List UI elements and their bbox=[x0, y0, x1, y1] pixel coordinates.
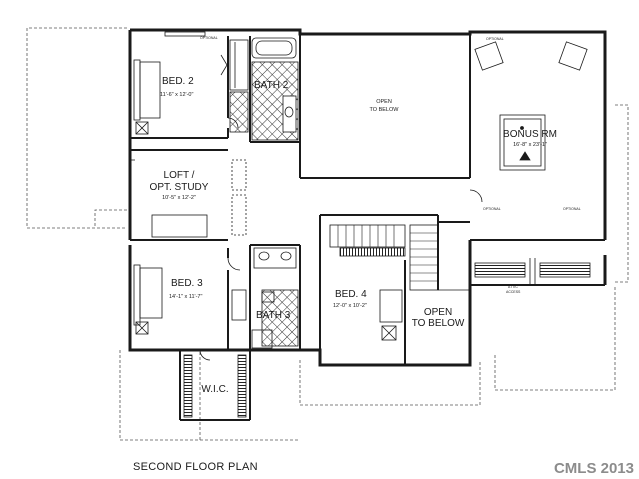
bed4-dims: 12'-0" x 10'-2" bbox=[333, 303, 367, 309]
room-labels: BED. 2 11'-6" x 12'-0" BATH 2 OPEN TO BE… bbox=[150, 76, 557, 395]
exterior-walls bbox=[128, 28, 607, 367]
loft-dims: 10'-5" x 12'-2" bbox=[162, 195, 196, 201]
optional-note-2: OPTIONAL bbox=[486, 37, 504, 41]
optional-note-3: OPTIONAL bbox=[483, 207, 501, 211]
bonus-dims: 16'-8" x 23'-1" bbox=[513, 142, 547, 148]
wic-name: W.I.C. bbox=[201, 384, 228, 395]
open-below-2-line1: OPEN bbox=[424, 307, 452, 318]
notes: OPTIONAL OPTIONAL OPTIONAL OPTIONAL ATTI… bbox=[200, 36, 581, 294]
open-below-2-line2: TO BELOW bbox=[412, 318, 465, 329]
access-note: ACCESS bbox=[506, 290, 521, 294]
bath3-name: BATH 3 bbox=[256, 310, 291, 321]
bed3-dims: 14'-1" x 11'-7" bbox=[169, 294, 202, 300]
bed3-name: BED. 3 bbox=[171, 278, 203, 289]
loft-line2: OPT. STUDY bbox=[150, 182, 209, 193]
attic-note: ATTIC bbox=[508, 285, 518, 289]
dashed-outlines bbox=[26, 27, 629, 441]
details bbox=[130, 31, 591, 418]
plan-title: SECOND FLOOR PLAN bbox=[133, 461, 258, 473]
bed4-name: BED. 4 bbox=[335, 289, 367, 300]
optional-note-4: OPTIONAL bbox=[563, 207, 581, 211]
bath2-name: BATH 2 bbox=[254, 80, 289, 91]
loft-line1: LOFT / bbox=[164, 170, 195, 181]
open-below-1-line2: TO BELOW bbox=[370, 107, 400, 113]
open-below-1-line1: OPEN bbox=[376, 99, 392, 105]
optional-note-1: OPTIONAL bbox=[200, 36, 218, 40]
bed2-name: BED. 2 bbox=[162, 76, 194, 87]
bed2-dims: 11'-6" x 12'-0" bbox=[160, 92, 193, 98]
bonus-name: BONUS RM bbox=[503, 129, 557, 140]
interior-walls bbox=[130, 34, 605, 421]
watermark: CMLS 2013 bbox=[554, 460, 634, 477]
